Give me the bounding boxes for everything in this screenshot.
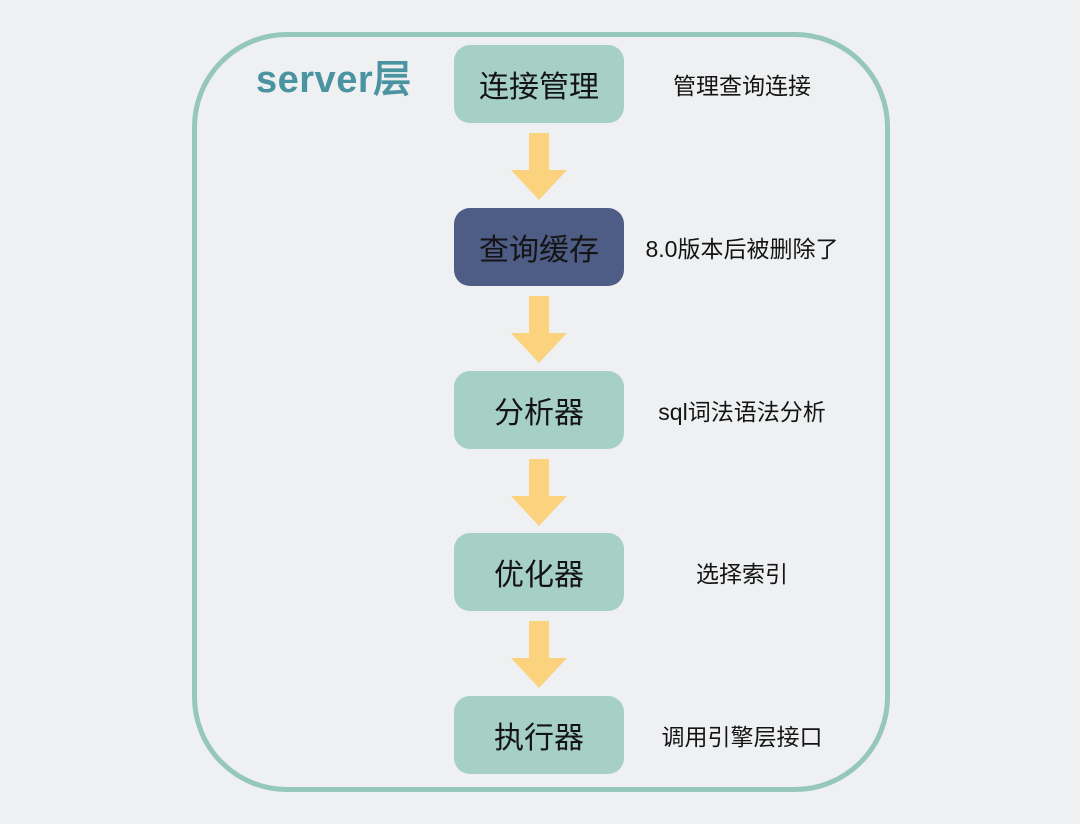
arrow-head (511, 333, 567, 363)
box-optimizer: 优化器 (454, 533, 624, 611)
note-connection-manager: 管理查询连接 (673, 73, 811, 99)
box-analyzer: 分析器 (454, 371, 624, 449)
box-executor: 执行器 (454, 696, 624, 774)
arrow-stem (529, 296, 549, 333)
arrow-stem (529, 133, 549, 170)
box-connection-manager: 连接管理 (454, 45, 624, 123)
arrow-stem (529, 459, 549, 496)
arrow-down-icon (511, 133, 567, 200)
server-layer-title: server层 (256, 59, 412, 101)
note-query-cache: 8.0版本后被删除了 (645, 236, 839, 262)
arrow-down-icon (511, 621, 567, 688)
arrow-head (511, 170, 567, 200)
arrow-stem (529, 621, 549, 658)
note-optimizer: 选择索引 (696, 561, 788, 587)
box-query-cache: 查询缓存 (454, 208, 624, 286)
server-layer-container (192, 32, 890, 792)
note-analyzer: sql词法语法分析 (658, 399, 826, 425)
note-executor: 调用引擎层接口 (661, 724, 823, 750)
arrow-down-icon (511, 459, 567, 526)
arrow-head (511, 496, 567, 526)
arrow-head (511, 658, 567, 688)
arrow-down-icon (511, 296, 567, 363)
